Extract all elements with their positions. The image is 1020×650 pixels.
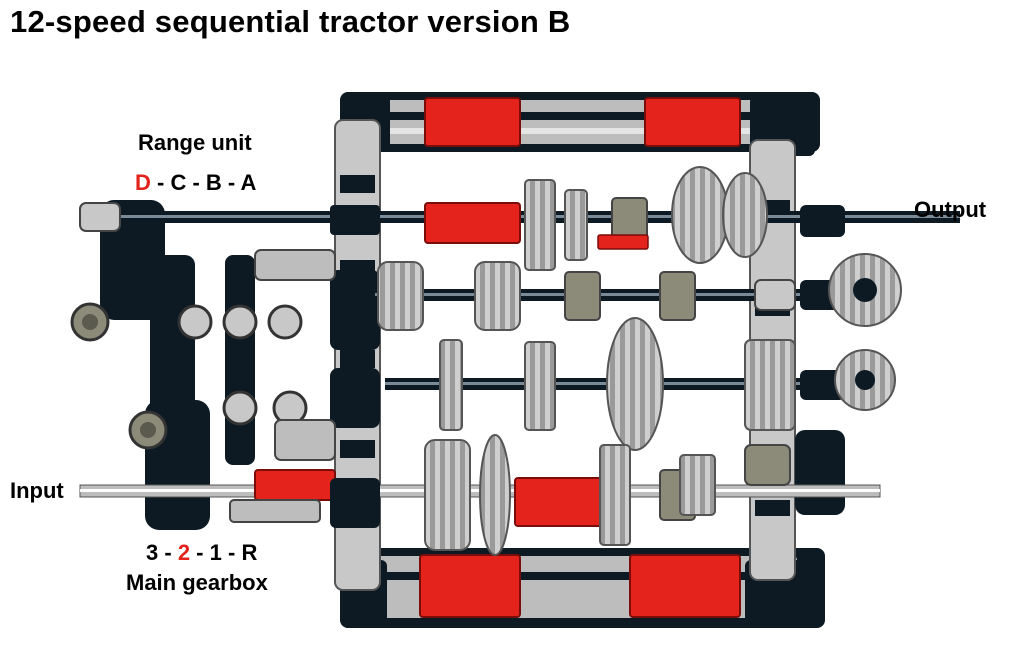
shaft-3 <box>385 317 896 451</box>
range-gear-separator: - <box>150 170 171 195</box>
frame-left-column <box>330 119 381 591</box>
range-gear-b: B <box>205 170 222 195</box>
range-gear-d: D <box>135 170 151 195</box>
frame-bottom <box>340 548 825 628</box>
range-gear-separator: - <box>221 170 241 195</box>
shaft-2 <box>375 253 902 331</box>
main-gear-3: 3 <box>146 540 159 565</box>
frame-top <box>340 92 820 156</box>
main-gearbox-label: Main gearbox <box>126 570 268 595</box>
range-unit-label: Range unit <box>138 130 252 155</box>
upper-gear-cluster <box>597 166 768 264</box>
range-gear-c: C <box>170 170 187 195</box>
main-gear-1: 1 <box>209 540 222 565</box>
input-label: Input <box>10 478 64 503</box>
main-gear-separator: - <box>221 540 242 565</box>
main-gear-2: 2 <box>177 540 191 565</box>
main-gear-r: R <box>241 540 258 565</box>
main-gear-separator: - <box>158 540 178 565</box>
main-gearbox-gears: 3 - 2 - 1 - R <box>146 542 257 564</box>
shift-linkage <box>70 200 336 530</box>
input-shaft <box>79 434 881 556</box>
range-unit-gears: D - C - B - A <box>135 172 256 194</box>
output-label: Output <box>914 197 987 222</box>
main-gear-separator: - <box>190 540 210 565</box>
page-title: 12-speed sequential tractor version B <box>10 4 571 39</box>
range-gear-separator: - <box>186 170 206 195</box>
range-gear-a: A <box>240 170 257 195</box>
